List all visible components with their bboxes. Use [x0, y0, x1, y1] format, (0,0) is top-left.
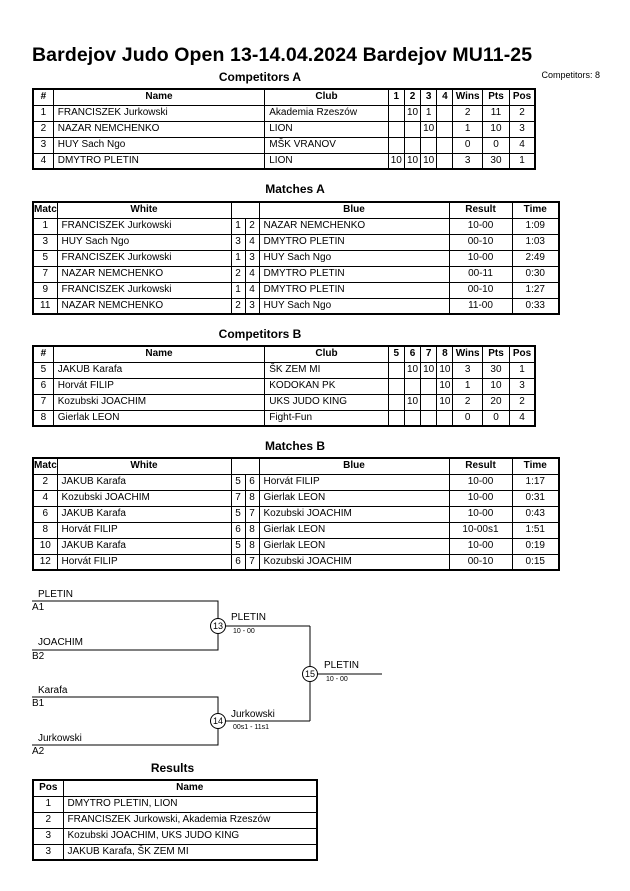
time-cell: 0:33	[511, 297, 560, 315]
bracket-entry-name: Karafa	[38, 685, 68, 696]
matches-a-table: Match White Blue Result Time 1FRANCISZEK…	[32, 201, 560, 315]
wins-cell: 0	[452, 409, 483, 427]
bracket-entry-pos: A1	[32, 602, 45, 613]
result-pos: 1	[32, 795, 64, 813]
col-pos: Pos	[32, 779, 64, 797]
bracket-entry-pos: B1	[32, 698, 45, 709]
table-header-row: Pos Name	[32, 779, 318, 797]
match-14-circle: 14	[210, 713, 226, 729]
bracket-entry-name: Jurkowski	[38, 733, 82, 744]
results-title: Results	[150, 761, 195, 775]
result-pos: 3	[32, 827, 64, 845]
result-pos: 3	[32, 843, 64, 861]
bracket-entry-name: JOACHIM	[38, 637, 83, 648]
time-cell: 0:30	[511, 265, 560, 283]
competitor-num: 4	[32, 152, 54, 170]
semi-2-score: 00s1 - 11s1	[233, 724, 270, 731]
result-name: DMYTRO PLETIN, LION	[62, 795, 318, 813]
pos-cell: 2	[509, 393, 536, 411]
matches-b-title: Matches B	[264, 439, 326, 453]
bracket-entry-pos: A2	[32, 746, 45, 757]
wins-cell: 3	[452, 152, 483, 170]
pos-cell: 1	[509, 152, 536, 170]
col-num: #	[32, 88, 54, 106]
semi-1-score: 10 - 00	[233, 628, 255, 635]
result-name: FRANCISZEK Jurkowski, Akademia Rzeszów	[62, 811, 318, 829]
bracket-entry-pos: B2	[32, 651, 45, 662]
result-pos: 2	[32, 811, 64, 829]
page-title: Bardejov Judo Open 13-14.04.2024 Bardejo…	[32, 44, 533, 66]
competitors-a-title: Competitors A	[218, 70, 302, 84]
matches-a-title: Matches A	[265, 182, 325, 196]
semi-1-winner: PLETIN	[231, 612, 267, 623]
competitor-num: 8	[32, 409, 54, 427]
semi-2-winner: Jurkowski	[231, 709, 275, 720]
final-winner: PLETIN	[324, 660, 360, 671]
white-name: NAZAR NEMCHENKO	[56, 297, 232, 315]
pos-cell: 1	[509, 361, 536, 379]
col-wins: Wins	[452, 88, 483, 106]
wins-cell: 0	[452, 136, 483, 154]
match-13-circle: 13	[210, 618, 226, 634]
pos-cell: 4	[509, 409, 536, 427]
result-cell: 11-00	[448, 297, 513, 315]
blue-name: Kozubski JOACHIM	[258, 553, 450, 571]
time-cell: 0:15	[511, 553, 560, 571]
final-score: 10 - 00	[326, 676, 348, 683]
blue-num: 3	[244, 297, 260, 315]
competitors-b-title: Competitors B	[218, 327, 302, 341]
result-name: JAKUB Karafa, ŠK ZEM MI	[62, 843, 318, 861]
pos-cell: 3	[509, 120, 536, 138]
bracket-entry-name: PLETIN	[38, 589, 74, 600]
competitor-name: Gierlak LEON	[52, 409, 266, 427]
match-15-circle: 15	[302, 666, 318, 682]
result-name: Kozubski JOACHIM, UKS JUDO KING	[62, 827, 318, 845]
col-name: Name	[62, 779, 318, 797]
competitors-count: Competitors: 8	[541, 70, 600, 80]
score-cell: 10	[403, 152, 422, 170]
